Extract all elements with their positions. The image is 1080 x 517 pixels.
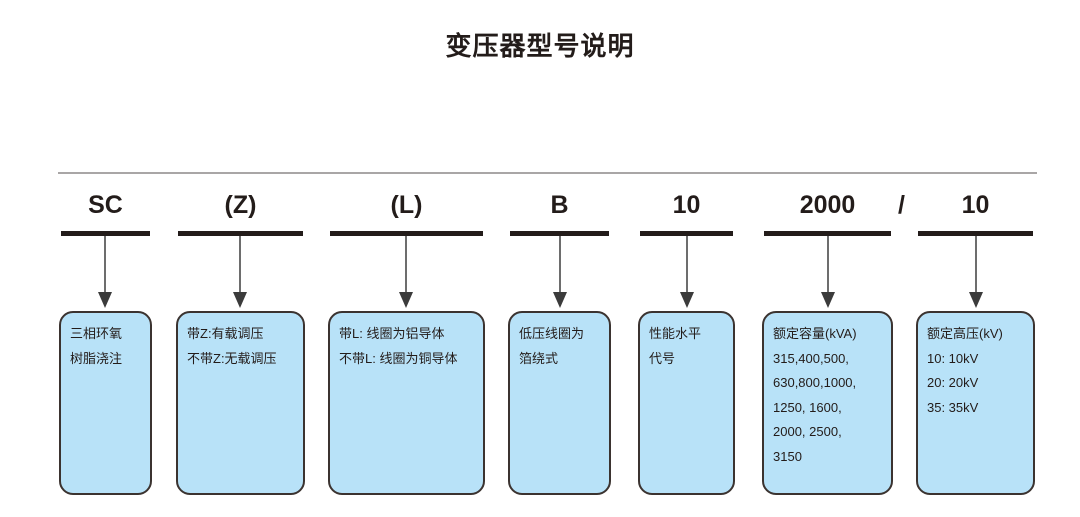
- arrow-stem-1: [239, 236, 241, 298]
- code-label-0: SC: [88, 191, 123, 219]
- arrow-stem-0: [104, 236, 106, 298]
- arrow-head-5: [821, 292, 835, 308]
- page-title: 变压器型号说明: [445, 31, 635, 61]
- code-underline-4: [640, 231, 733, 236]
- code-label-4: 10: [672, 191, 701, 219]
- arrow-head-0: [98, 292, 112, 308]
- description-line: 3150: [773, 448, 802, 464]
- arrow-head-1: [233, 292, 247, 308]
- code-underline-5: [764, 231, 891, 236]
- description-box-1: 带Z:有载调压 不带Z:无载调压: [176, 311, 305, 495]
- arrow-head-2: [399, 292, 413, 308]
- header-divider: [58, 172, 1037, 174]
- description-line: 10: 10kV: [927, 350, 979, 366]
- description-box-3: 低压线圈为 箔绕式: [508, 311, 611, 495]
- description-line: 额定高压(kV): [927, 326, 1003, 341]
- description-line: 不带L: 线圈为铜导体: [339, 350, 458, 366]
- description-line: 630,800,1000,: [773, 375, 857, 390]
- description-box-6: 额定高压(kV) 10: 10kV 20: 20kV 35: 35kV: [916, 311, 1035, 495]
- separator-slash: /: [898, 191, 905, 219]
- description-line: 带Z:有载调压: [187, 326, 264, 341]
- description-box-0: 三相环氧 树脂浇注: [59, 311, 152, 495]
- code-label-6: 10: [961, 191, 990, 219]
- description-line: 额定容量(kVA): [773, 326, 857, 341]
- code-label-3: B: [550, 191, 569, 219]
- arrow-stem-5: [827, 236, 829, 298]
- description-line: 代号: [649, 350, 676, 366]
- description-box-2: 带L: 线圈为铝导体 不带L: 线圈为铜导体: [328, 311, 485, 495]
- description-line: 性能水平: [649, 326, 702, 341]
- arrow-stem-6: [975, 236, 977, 298]
- code-underline-3: [510, 231, 609, 236]
- description-box-5: 额定容量(kVA) 315,400,500, 630,800,1000, 125…: [762, 311, 893, 495]
- description-line: 三相环氧: [70, 326, 123, 341]
- code-underline-2: [330, 231, 483, 236]
- description-line: 20: 20kV: [927, 375, 979, 390]
- arrow-stem-2: [405, 236, 407, 298]
- arrow-stem-4: [686, 236, 688, 298]
- code-underline-6: [918, 231, 1033, 236]
- arrow-head-3: [553, 292, 567, 308]
- code-label-2: (L): [390, 191, 423, 219]
- description-line: 箔绕式: [519, 350, 559, 366]
- code-label-5: 2000: [799, 191, 856, 219]
- arrow-stem-3: [559, 236, 561, 298]
- description-line: 低压线圈为: [519, 326, 585, 341]
- description-line: 不带Z:无载调压: [187, 350, 277, 366]
- description-line: 2000, 2500,: [773, 424, 842, 439]
- code-underline-0: [61, 231, 150, 236]
- description-line: 带L: 线圈为铝导体: [339, 326, 445, 341]
- description-line: 1250, 1600,: [773, 399, 842, 415]
- code-label-1: (Z): [224, 191, 257, 219]
- code-underline-1: [178, 231, 303, 236]
- description-line: 树脂浇注: [70, 350, 123, 366]
- description-line: 315,400,500,: [773, 350, 849, 366]
- description-line: 35: 35kV: [927, 399, 979, 415]
- arrow-head-4: [680, 292, 694, 308]
- arrow-head-6: [969, 292, 983, 308]
- description-box-4: 性能水平 代号: [638, 311, 735, 495]
